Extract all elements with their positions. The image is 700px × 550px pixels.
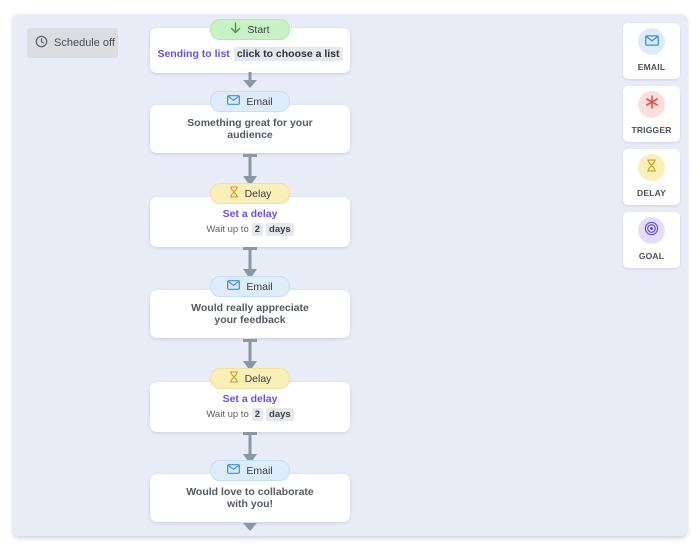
delay-card[interactable]: Set a delay Wait up to 2 days: [150, 197, 350, 247]
palette-goal[interactable]: GOAL: [623, 212, 680, 268]
hourglass-icon: [229, 371, 239, 386]
palette-goal-label: GOAL: [638, 251, 665, 261]
envelope-icon: [227, 280, 241, 293]
connector-arrow: [243, 432, 257, 464]
envelope-icon: [227, 464, 241, 477]
connector-arrow: [243, 72, 257, 88]
arrow-down-icon: [230, 22, 241, 37]
palette-goal-circle: [638, 217, 665, 244]
palette-trigger[interactable]: TRIGGER: [623, 86, 680, 142]
delay-unit[interactable]: days: [266, 223, 294, 236]
palette-trigger-circle: [638, 91, 665, 118]
delay-amount[interactable]: 2: [251, 408, 264, 421]
choose-list-button[interactable]: click to choose a list: [233, 46, 343, 61]
clock-icon: [35, 35, 48, 51]
connector-arrow: [243, 523, 257, 531]
email-pill-label: Email: [246, 464, 273, 477]
email-pill[interactable]: Email: [210, 91, 290, 112]
palette-email-circle: [638, 28, 665, 55]
connector-arrow: [243, 247, 257, 279]
schedule-toggle-button[interactable]: Schedule off: [27, 28, 118, 58]
email-card[interactable]: Would really appreciate your feedback: [150, 290, 350, 338]
delay-pill[interactable]: Delay: [210, 368, 290, 389]
email-card[interactable]: Something great for your audience: [150, 105, 350, 153]
email-pill[interactable]: Email: [210, 276, 290, 297]
asterisk-icon: [645, 95, 659, 114]
email-subject: Something great for your audience: [187, 117, 313, 141]
envelope-icon: [644, 33, 659, 51]
start-card[interactable]: Sending to list click to choose a list: [150, 28, 350, 73]
start-pill[interactable]: Start: [210, 19, 290, 40]
email-pill-label: Email: [246, 280, 273, 293]
palette-delay[interactable]: DELAY: [623, 149, 680, 205]
hourglass-icon: [229, 186, 239, 201]
envelope-icon: [227, 95, 241, 108]
wait-prefix: Wait up to: [206, 224, 249, 235]
schedule-label: Schedule off: [54, 37, 115, 49]
delay-unit[interactable]: days: [266, 408, 294, 421]
email-subject: Would love to collaborate with you!: [186, 486, 314, 510]
delay-amount[interactable]: 2: [251, 223, 264, 236]
wait-prefix: Wait up to: [206, 409, 249, 420]
delay-title: Set a delay: [222, 393, 278, 405]
palette-delay-label: DELAY: [636, 188, 667, 198]
delay-pill-label: Delay: [244, 372, 272, 385]
email-card[interactable]: Would love to collaborate with you!: [150, 474, 350, 522]
hourglass-icon: [646, 158, 657, 177]
connector-arrow: [243, 339, 257, 371]
email-pill[interactable]: Email: [210, 460, 290, 481]
delay-wait-line: Wait up to 2 days: [150, 223, 350, 236]
email-subject: Would really appreciate your feedback: [191, 302, 309, 326]
connector-arrow: [243, 154, 257, 186]
palette-email-label: EMAIL: [637, 62, 666, 72]
target-icon: [644, 221, 659, 241]
palette-trigger-label: TRIGGER: [631, 125, 672, 135]
delay-card[interactable]: Set a delay Wait up to 2 days: [150, 382, 350, 432]
start-label: Start: [247, 23, 270, 36]
email-pill-label: Email: [246, 95, 273, 108]
palette-delay-circle: [638, 154, 665, 181]
delay-wait-line: Wait up to 2 days: [150, 408, 350, 421]
automation-canvas: Schedule off Start Sending to list click…: [13, 14, 687, 536]
sending-to-list-label: Sending to list: [157, 47, 230, 60]
delay-title: Set a delay: [222, 208, 278, 220]
delay-pill-label: Delay: [244, 187, 272, 200]
palette-email[interactable]: EMAIL: [623, 23, 680, 79]
delay-pill[interactable]: Delay: [210, 183, 290, 204]
